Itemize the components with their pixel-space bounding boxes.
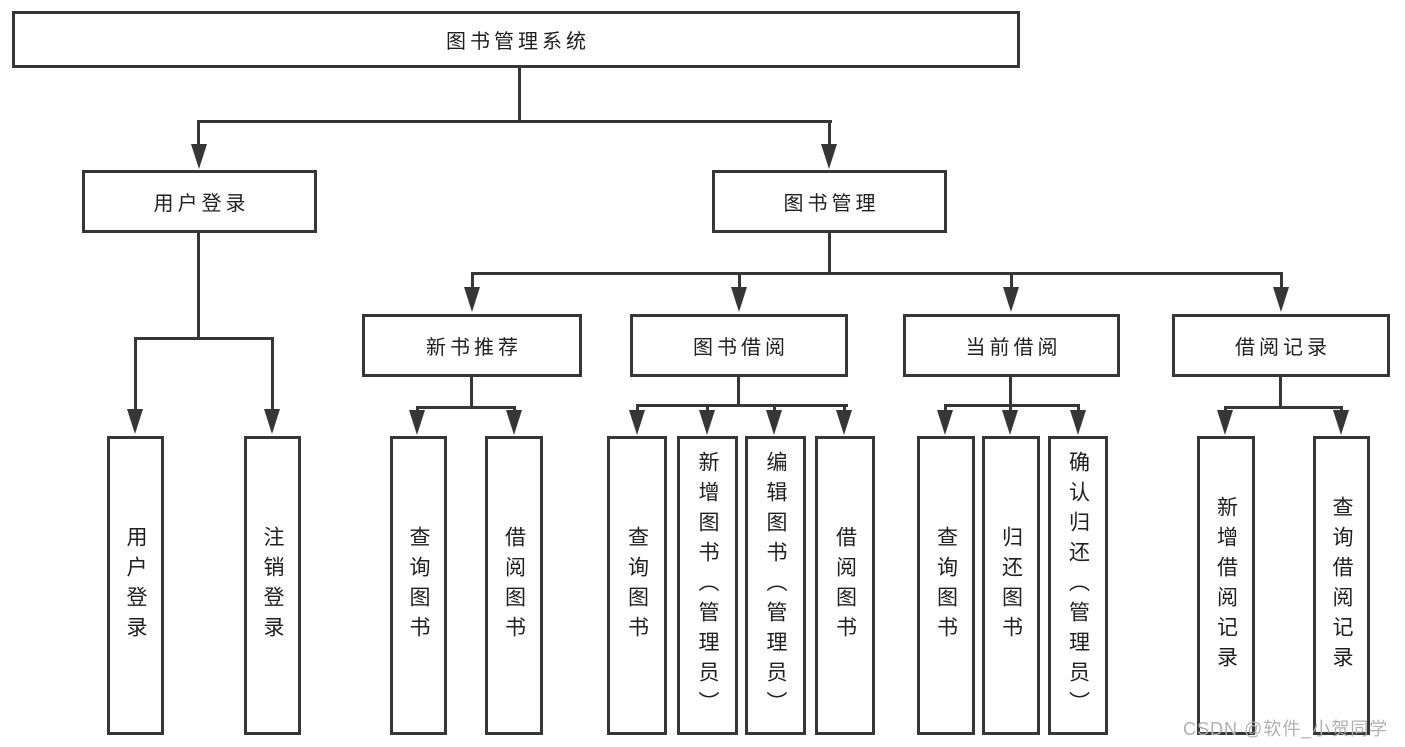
connector-line xyxy=(828,233,831,273)
connector-line xyxy=(1224,406,1343,409)
connector-line xyxy=(737,377,740,407)
connector-line xyxy=(470,377,473,409)
leaf-query-borrow-record: 查询借阅记录 xyxy=(1313,436,1370,735)
connector-line xyxy=(843,404,846,412)
connector-line xyxy=(471,272,1283,275)
connector-line xyxy=(134,337,274,340)
arrowhead-icon xyxy=(629,410,645,435)
leaf-query-books-recommend: 查询图书 xyxy=(390,436,447,735)
arrowhead-icon xyxy=(1273,287,1289,312)
leaf-logout: 注销登录 xyxy=(244,436,301,735)
connector-line xyxy=(416,406,419,412)
connector-line xyxy=(1279,377,1282,409)
arrowhead-icon xyxy=(1333,410,1349,435)
arrowhead-icon xyxy=(766,410,782,435)
arrowhead-icon xyxy=(836,410,852,435)
arrowhead-icon xyxy=(264,409,280,434)
connector-line xyxy=(1224,406,1227,412)
connector-line xyxy=(198,120,832,123)
connector-line xyxy=(1280,272,1283,290)
leaf-query-books-current: 查询图书 xyxy=(917,436,975,735)
arrowhead-icon xyxy=(731,287,747,312)
connector-line xyxy=(1009,377,1012,407)
connector-line xyxy=(1077,404,1080,412)
leaf-return-book: 归还图书 xyxy=(982,436,1040,735)
arrowhead-icon xyxy=(1002,410,1018,435)
connector-line xyxy=(706,404,709,412)
connector-line xyxy=(944,404,947,412)
connector-line xyxy=(1009,404,1012,412)
connector-line xyxy=(518,68,521,122)
node-new-book-recommend: 新书推荐 xyxy=(362,314,582,377)
connector-line xyxy=(197,120,200,146)
arrowhead-icon xyxy=(506,410,522,435)
csdn-watermark: CSDN @软件_小贺同学 xyxy=(1183,719,1389,739)
connector-line xyxy=(773,404,776,412)
connector-line xyxy=(636,404,848,407)
leaf-add-borrow-record: 新增借阅记录 xyxy=(1197,436,1255,735)
connector-line xyxy=(416,406,516,409)
connector-line xyxy=(271,337,274,411)
arrowhead-icon xyxy=(464,287,480,312)
arrowhead-icon xyxy=(821,144,837,169)
arrowhead-icon xyxy=(409,410,425,435)
node-library-system: 图书管理系统 xyxy=(12,11,1020,68)
arrowhead-icon xyxy=(1070,410,1086,435)
leaf-borrow-book: 借阅图书 xyxy=(815,436,875,735)
arrowhead-icon xyxy=(191,144,207,169)
connector-line xyxy=(1010,272,1013,290)
arrowhead-icon xyxy=(1003,287,1019,312)
arrowhead-icon xyxy=(937,410,953,435)
connector-line xyxy=(1340,406,1343,412)
connector-line xyxy=(636,404,639,412)
node-current-borrow: 当前借阅 xyxy=(903,314,1120,377)
connector-line xyxy=(134,337,137,411)
node-book-borrow: 图书借阅 xyxy=(630,314,848,377)
connector-line xyxy=(738,272,741,290)
arrowhead-icon xyxy=(1217,410,1233,435)
leaf-user-login: 用户登录 xyxy=(107,436,164,735)
connector-line xyxy=(828,120,831,146)
arrowhead-icon xyxy=(699,410,715,435)
node-borrow-records: 借阅记录 xyxy=(1172,314,1390,377)
connector-line xyxy=(197,233,200,337)
leaf-edit-book-admin: 编辑图书（管理员） xyxy=(745,436,806,735)
connector-line xyxy=(944,404,1080,407)
node-book-management: 图书管理 xyxy=(712,170,947,233)
arrowhead-icon xyxy=(127,409,143,434)
leaf-borrow-books-recommend: 借阅图书 xyxy=(485,436,543,735)
connector-line xyxy=(471,272,474,290)
connector-line xyxy=(513,406,516,412)
leaf-query-books-borrow: 查询图书 xyxy=(607,436,667,735)
leaf-confirm-return-admin: 确认归还（管理员） xyxy=(1048,436,1108,735)
leaf-add-book-admin: 新增图书（管理员） xyxy=(677,436,738,735)
node-user-login: 用户登录 xyxy=(82,170,317,233)
